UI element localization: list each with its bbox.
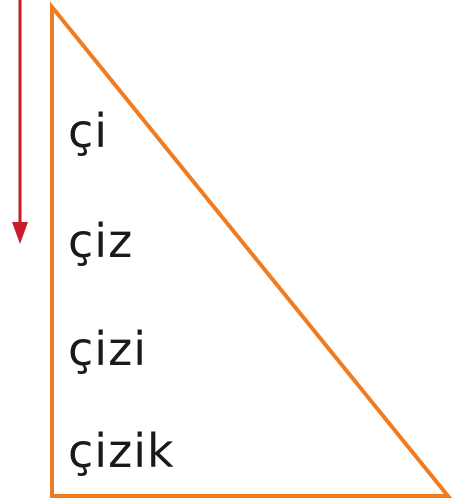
word-ci: çi	[68, 104, 109, 158]
word-cizi: çizi	[68, 322, 147, 376]
word-cizik: çizik	[68, 424, 175, 478]
word-ciz: çiz	[68, 214, 134, 268]
direction-arrow-head	[12, 222, 28, 244]
triangle-outline	[50, 1, 453, 498]
